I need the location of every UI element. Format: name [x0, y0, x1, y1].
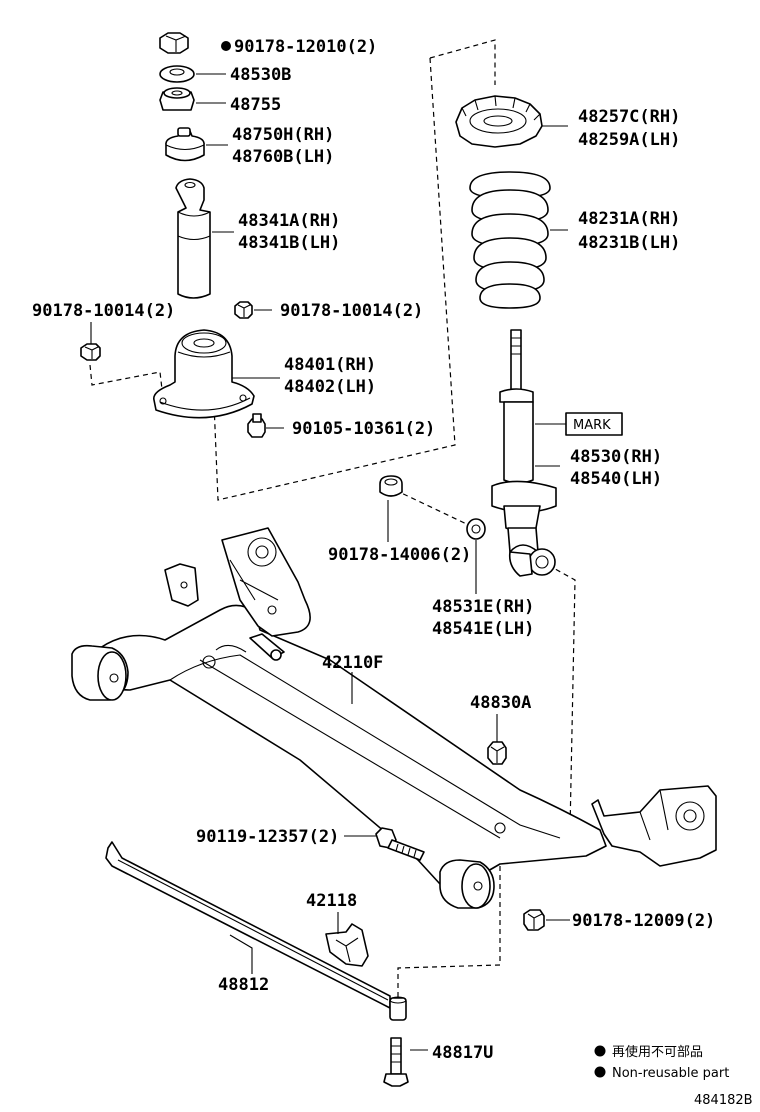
washer-48530b-icon: [159, 65, 195, 83]
dashed-assembly-line-shock-bolt: [394, 489, 599, 839]
legend-text-japanese: 再使用不可部品: [612, 1044, 703, 1060]
dashed-assembly-line-stabilizer: [397, 830, 501, 1000]
bushing-48755-icon: [159, 87, 195, 111]
legend: 再使用不可部品 Non-reusable part: [594, 1044, 729, 1081]
bushing-48817u-icon: [389, 996, 407, 1021]
label-90178-14006: 90178-14006(2): [328, 545, 471, 565]
bracket-42118-icon: [325, 923, 369, 967]
label-48259a: 48259A(LH): [578, 130, 680, 150]
suspension-support-48401-icon: [153, 329, 255, 419]
bolt-90105-10361-icon: [247, 413, 266, 438]
dashed-assembly-line-upper: [211, 39, 496, 501]
diagram-id: 484182B: [694, 1093, 753, 1108]
label-48755: 48755: [230, 95, 281, 115]
label-42110f: 42110F: [322, 653, 383, 673]
label-48231a: 48231A(RH): [578, 209, 680, 229]
label-48541e: 48541E(LH): [432, 619, 534, 639]
label-48341a: 48341A(RH): [238, 211, 340, 231]
label-48257c: 48257C(RH): [578, 107, 680, 127]
spring-seat-48257c-icon: [455, 95, 543, 148]
washer-48531e-icon: [466, 518, 486, 540]
label-48540: 48540(LH): [570, 469, 662, 489]
label-90178-10014-right: 90178-10014(2): [280, 301, 423, 321]
bolt-90119-12357-icon: [375, 827, 425, 861]
nut-90178-12009-icon: [523, 909, 545, 931]
label-48760b: 48760B(LH): [232, 147, 334, 167]
right-bushing-icon: [439, 859, 495, 909]
mark-label: MARK: [573, 418, 611, 433]
nut-90178-10014-right-icon: [234, 301, 253, 319]
label-42118: 42118: [306, 891, 357, 911]
label-90178-10014-left: 90178-10014(2): [32, 301, 175, 321]
non-reusable-bullet-icon: [221, 41, 231, 51]
label-48401: 48401(RH): [284, 355, 376, 375]
cushion-48750h-icon: [165, 127, 205, 162]
label-48341b: 48341B(LH): [238, 233, 340, 253]
label-90178-12010: 90178-12010(2): [234, 37, 377, 57]
label-48402: 48402(LH): [284, 377, 376, 397]
label-48830a: 48830A: [470, 693, 531, 713]
label-48750h: 48750H(RH): [232, 125, 334, 145]
nut-90178-10014-left-icon: [80, 343, 101, 361]
leader-lines: [90, 73, 570, 1051]
label-48812: 48812: [218, 975, 269, 995]
label-48531e: 48531E(RH): [432, 597, 534, 617]
label-48530b: 48530B: [230, 65, 291, 85]
dashed-assembly-line-mount: [89, 364, 164, 399]
label-90119-12357: 90119-12357(2): [196, 827, 339, 847]
label-48530: 48530(RH): [570, 447, 662, 467]
mark-callout: MARK: [535, 412, 623, 436]
axle-beam-42110f-icon: [71, 527, 717, 909]
bump-stopper-48341a-icon: [175, 178, 211, 299]
left-bushing-icon: [71, 644, 129, 701]
coil-spring-48231a-icon: [469, 171, 551, 309]
label-90178-12009: 90178-12009(2): [572, 911, 715, 931]
nut-90178-14006-icon: [379, 475, 403, 497]
label-90105-10361: 90105-10361(2): [292, 419, 435, 439]
legend-bullet-icon: [594, 1045, 606, 1057]
label-48231b: 48231B(LH): [578, 233, 680, 253]
label-48817u: 48817U: [432, 1043, 493, 1063]
legend-bullet-icon: [594, 1066, 606, 1078]
shock-absorber-48530-icon: [491, 329, 557, 577]
nut-48830a-icon: [487, 741, 507, 765]
legend-text-english: Non-reusable part: [612, 1066, 729, 1081]
bolt-48817u-icon: [383, 1037, 409, 1087]
nut-90178-12010-icon: [159, 32, 189, 54]
